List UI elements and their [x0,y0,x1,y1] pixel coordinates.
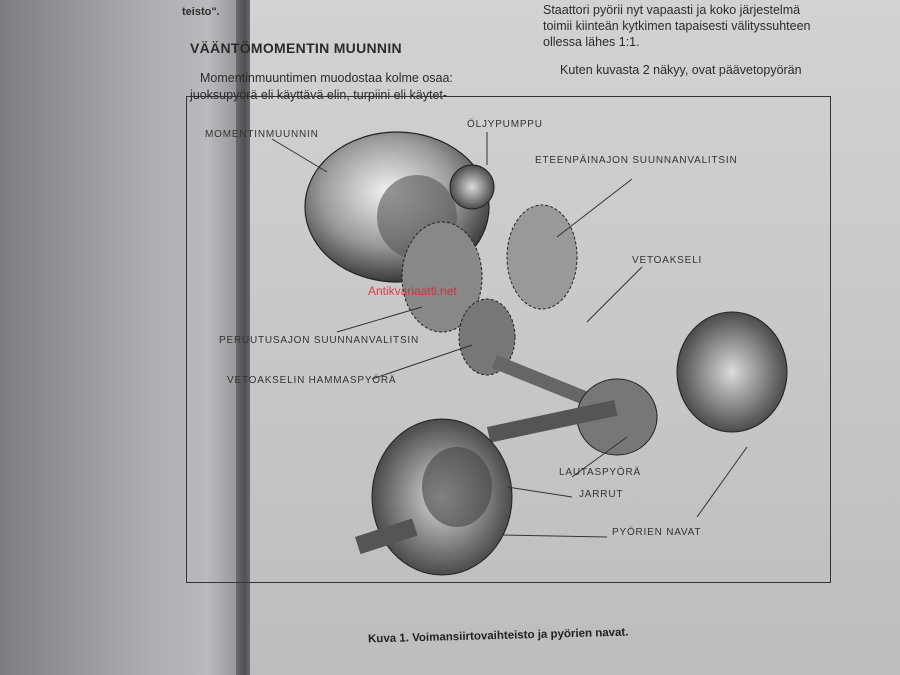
label-lautaspyora: LAUTASPYÖRÄ [559,467,641,478]
drive-shaft-shape [491,354,609,413]
axle-shape [487,399,618,443]
label-eteenpainajon-suunnanvalitsin: ETEENPÄINAJON SUUNNANVALITSIN [535,155,738,166]
watermark: Antikvariaatti.net [368,284,457,298]
label-peruutusajon-suunnanvalitsin: PERUUTUSAJON SUUNNANVALITSIN [219,335,420,346]
leader-line [571,436,628,478]
label-vetoakseli: VETOAKSELI [632,255,703,266]
margin-fragment: teisto". [182,6,220,18]
right-hub-shape [676,311,788,433]
forward-gear-shape [506,204,578,310]
leader-line [371,344,473,380]
leader-line [271,138,328,173]
transmission-figure: MOMENTINMUUNNIN ÖLJYPUMPPU ETEENPÄINAJON… [186,96,831,583]
leader-line [696,446,748,518]
left-page-edge [0,0,245,675]
label-momentinmuunnin: MOMENTINMUUNNIN [205,129,319,140]
paragraph-left-line-2: juoksupyörä eli käyttävä elin, turpiini … [190,88,448,102]
leader-line [586,266,643,323]
label-jarrut: JARRUT [579,489,624,500]
label-oljypumppu: ÖLJYPUMPPU [467,119,543,130]
label-vetoakselin-hammaspyora: VETOAKSELIN HAMMASPYÖRÄ [227,375,397,386]
paragraph-right-line-2: toimii kiinteän kytkimen tapaisesti väli… [543,19,811,33]
transmission-illustration [271,131,788,576]
book-page [250,0,900,675]
leader-line [336,306,423,333]
drive-shaft-gear-shape [458,298,516,376]
paragraph-right-line-3: ollessa lähes 1:1. [543,35,640,49]
reverse-gear-shape [401,221,483,333]
leader-line [556,178,633,238]
paragraph-right-line-1: Staattori pyörii nyt vapaasti ja koko jä… [543,3,801,17]
label-pyorien-navat: PYÖRIEN NAVAT [612,527,702,538]
section-heading: VÄÄNTÖMOMENTIN MUUNNIN [190,40,402,56]
leader-line [506,486,573,498]
oil-pump-shape [449,164,495,210]
paragraph-left-line-1: Momentinmuuntimen muodostaa kolme osaa: [200,71,453,85]
leader-line [501,534,608,538]
paragraph-right-line-4: Kuten kuvasta 2 näkyy, ovat päävetopyörä… [560,63,802,77]
